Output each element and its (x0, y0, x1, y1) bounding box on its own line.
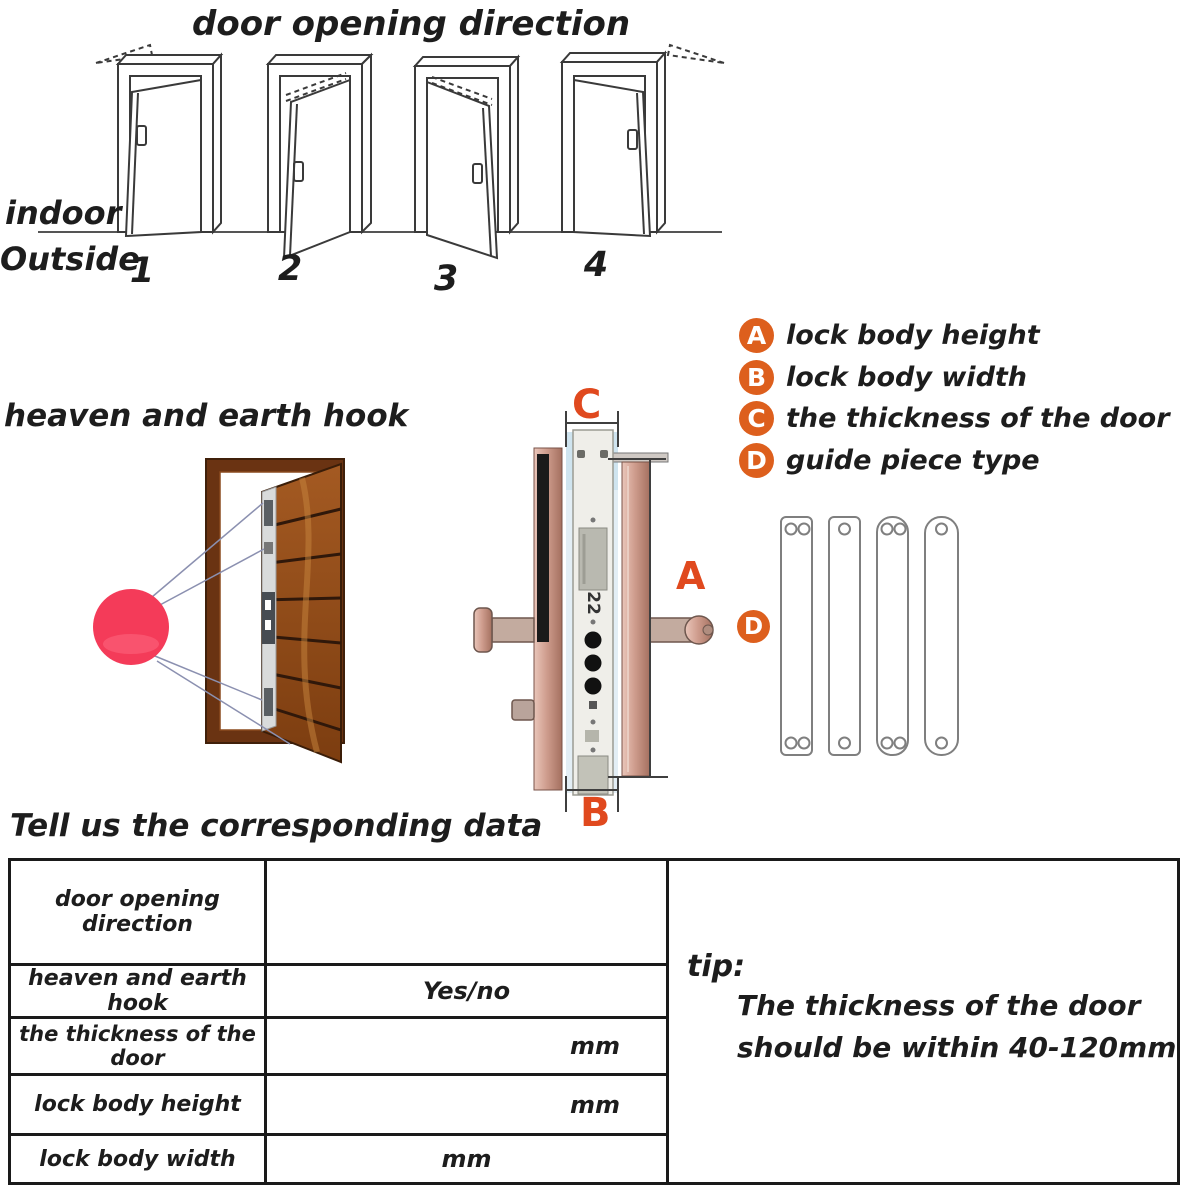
door-number-4: 4 (583, 245, 609, 285)
table-row-value-heaven-earth-hook: Yes/no (267, 966, 669, 1019)
row-value: mm (569, 1032, 620, 1060)
row-value: Yes/no (422, 977, 511, 1005)
legend-item-c: C the thickness of the door (739, 398, 1170, 440)
guide-piece-types (780, 516, 959, 756)
legend-item-a: A lock body height (739, 315, 1170, 357)
lock-dimension-label-b: B (580, 790, 611, 836)
row-label: lock body width (39, 1146, 236, 1172)
legend-label-a: lock body height (786, 320, 1040, 352)
door-diagram-2 (265, 52, 374, 260)
row-label: door opening direction (55, 887, 220, 937)
door-number-1: 1 (129, 251, 155, 291)
hook-door-illustration (93, 458, 345, 764)
door-opening-direction-title: door opening direction (192, 4, 631, 44)
legend-marker-d-icon: D (739, 442, 774, 478)
door-number-3: 3 (433, 259, 459, 299)
lock-body-diagram: 22 (473, 411, 714, 812)
door-diagram-1 (95, 43, 224, 238)
legend-marker-c-icon: C (739, 401, 774, 437)
tip-panel: tip: The thickness of the door should be… (669, 861, 1177, 1182)
lock-dimension-label-a: A (676, 554, 706, 598)
row-value: mm (569, 1090, 620, 1119)
data-table-title: Tell us the corresponding data (10, 808, 543, 844)
table-row-label-lock-body-width: lock body width (11, 1136, 267, 1182)
legend-item-d: D guide piece type (739, 440, 1170, 482)
door-diagram-3 (412, 54, 521, 260)
row-label: lock body height (34, 1092, 241, 1117)
outside-label: Outside (0, 240, 140, 278)
dimension-legend: A lock body height B lock body width C t… (739, 315, 1170, 481)
table-row-value-door-opening-direction (267, 861, 669, 966)
door-number-2: 2 (277, 249, 303, 289)
table-row-label-door-opening-direction: door opening direction (11, 861, 267, 966)
legend-item-b: B lock body width (739, 357, 1170, 399)
table-row-label-heaven-earth-hook: heaven and earth hook (11, 966, 267, 1019)
tip-line-1: The thickness of the door (737, 989, 1141, 1022)
legend-marker-a-icon: A (739, 318, 774, 354)
faceplate-stamp: 22 (583, 591, 603, 615)
indoor-label: indoor (5, 194, 122, 232)
row-label: heaven and earth hook (28, 966, 247, 1016)
table-row-label-lock-body-height: lock body height (11, 1076, 267, 1136)
door-diagram-4 (559, 43, 725, 238)
guide-piece-marker-d-icon: D (737, 610, 770, 643)
table-row-label-door-thickness: the thickness of the door (11, 1019, 267, 1076)
legend-label-d: guide piece type (786, 444, 1040, 476)
legend-label-c: the thickness of the door (786, 403, 1170, 435)
table-row-value-lock-body-height: mm (267, 1076, 669, 1136)
row-value: mm (441, 1145, 492, 1173)
legend-label-b: lock body width (786, 361, 1028, 393)
row-label: the thickness of the door (19, 1022, 256, 1070)
tip-title: tip: (687, 949, 746, 984)
table-row-value-door-thickness: mm (267, 1019, 669, 1076)
tip-line-2: should be within 40-120mm (737, 1031, 1177, 1064)
hook-highlight-circle (93, 589, 169, 665)
data-table: door opening direction heaven and earth … (8, 858, 1180, 1185)
heaven-earth-hook-title: heaven and earth hook (4, 398, 409, 434)
legend-marker-b-icon: B (739, 359, 774, 395)
table-row-value-lock-body-width: mm (267, 1136, 669, 1182)
lock-dimension-label-c: C (572, 382, 602, 428)
